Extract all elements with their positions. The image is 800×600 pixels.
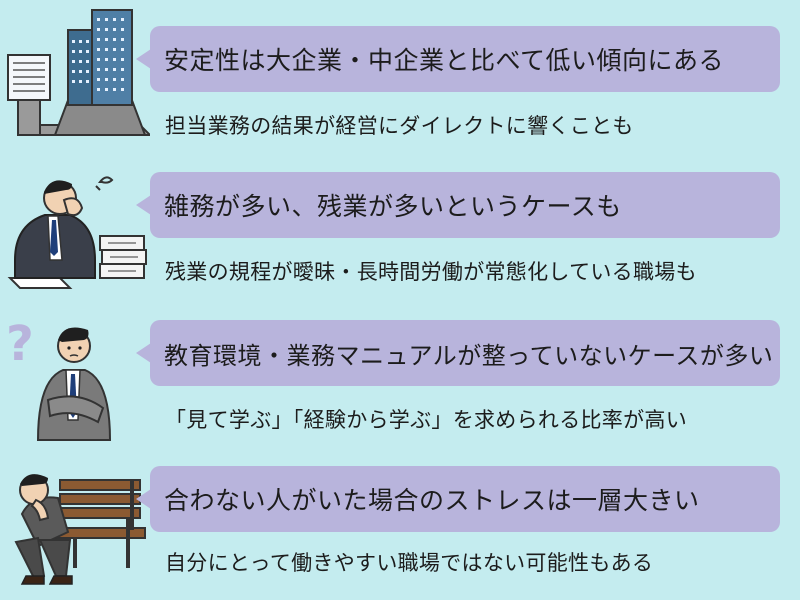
headline-bubble: 安定性は大企業・中企業と比べて低い傾向にある xyxy=(136,26,780,92)
svg-text:?: ? xyxy=(6,316,34,372)
list-item: ? 教育環境・業務マニュアルが整っていないケースが多い 「見て学ぶ」「経験から学… xyxy=(0,300,800,450)
detail-text: 「見て学ぶ」「経験から学ぶ」を求められる比率が高い xyxy=(165,408,687,432)
detail-text: 担当業務の結果が経営にダイレクトに響くことも xyxy=(165,114,634,138)
stressed-person-on-bench-icon xyxy=(14,474,146,585)
detail-text: 自分にとって働きやすい職場ではない可能性もある xyxy=(165,551,654,575)
list-item: 安定性は大企業・中企業と比べて低い傾向にある 担当業務の結果が経営にダイレクトに… xyxy=(0,0,800,150)
headline-bubble: 教育環境・業務マニュアルが整っていないケースが多い xyxy=(136,320,780,386)
headline-bubble: 合わない人がいた場合のストレスは一層大きい xyxy=(136,466,780,532)
confused-person-icon: ? xyxy=(6,316,112,441)
office-buildings-icon xyxy=(7,9,150,136)
headline-bubble: 雑務が多い、残業が多いというケースも xyxy=(136,172,780,238)
list-item: 合わない人がいた場合のストレスは一層大きい 自分にとって働きやすい職場ではない可… xyxy=(0,450,800,600)
overworked-person-icon xyxy=(7,176,147,289)
detail-text: 残業の規程が曖昧・長時間労働が常態化している職場も xyxy=(165,260,697,284)
list-item: 雑務が多い、残業が多いというケースも 残業の規程が曖昧・長時間労働が常態化してい… xyxy=(0,150,800,300)
